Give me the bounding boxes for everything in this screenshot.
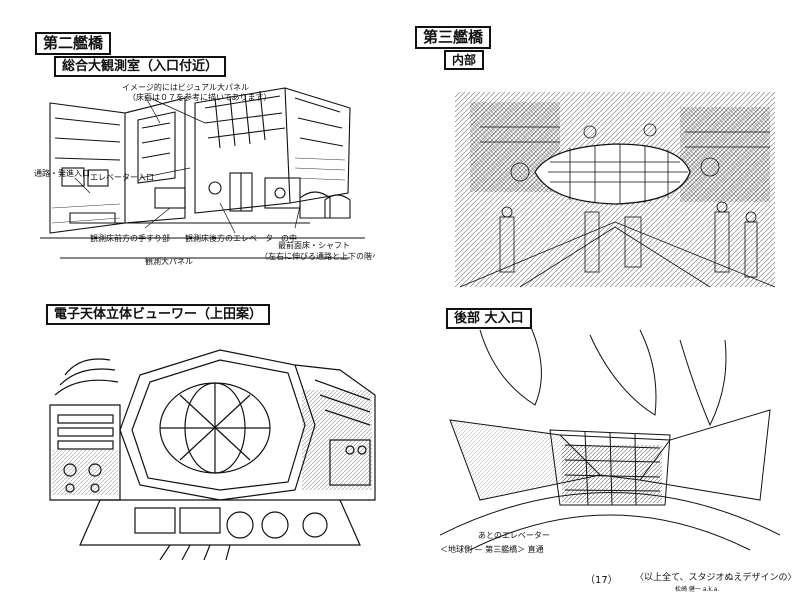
note-front-floor: 観測床前方の手すり部 — [90, 234, 170, 243]
observation-room-sketch — [40, 87, 365, 259]
callout-floor-reference: （床面は０７を参考に描いてあります） — [128, 93, 272, 102]
note-direct-link: ＜地球側 — 第三艦橋＞ 直通 — [440, 545, 544, 554]
studio-credit-sub: 松崎 健一 a.k.a. — [675, 586, 720, 593]
page-number: （17） — [585, 575, 618, 586]
note-shaft: 最前面床・シャフト — [278, 241, 350, 250]
third-bridge-interior-sketch — [455, 92, 776, 288]
note-elevator-entrance: エレベーター入口 — [90, 173, 154, 182]
panel-title: 第二艦橋 — [35, 32, 112, 55]
callout-visual-panel: イメージ的にはビジュアル大パネル — [122, 83, 250, 92]
panel-subtitle: 総合大観測室（入口付近） — [54, 56, 227, 77]
panel-rear-entrance: 後部 大入口 — [440, 300, 780, 562]
note-shaft-detail: （左右に伸びる通路と上下の階へ） — [260, 252, 375, 261]
panel-third-bridge-interior: 第三艦橋 内部 — [410, 22, 780, 297]
panel-title: 電子天体立体ビューワー（上田案） — [46, 304, 271, 325]
rear-entrance-sketch — [440, 324, 780, 551]
note-left-entrance: 通路・発進入口 — [34, 169, 90, 178]
note-observation-panel: 観測大パネル — [145, 257, 193, 266]
note-rear-elevator: あとのエレベーター — [478, 531, 550, 540]
panel-second-bridge: 第二艦橋 総合大観測室（入口付近） — [30, 28, 375, 290]
astro-viewer-sketch — [49, 349, 376, 560]
panel-title: 第三艦橋 — [415, 26, 492, 49]
note-front-elevator: 観測床後方のエレベーターの中 — [185, 234, 297, 243]
studio-credit: 〈以上全て、スタジオぬえデザインの〉 — [635, 573, 797, 583]
panel-astro-viewer: 電子天体立体ビューワー（上田案） — [40, 300, 385, 560]
panel-subtitle: 内部 — [444, 50, 485, 70]
panel-title: 後部 大入口 — [446, 308, 532, 329]
